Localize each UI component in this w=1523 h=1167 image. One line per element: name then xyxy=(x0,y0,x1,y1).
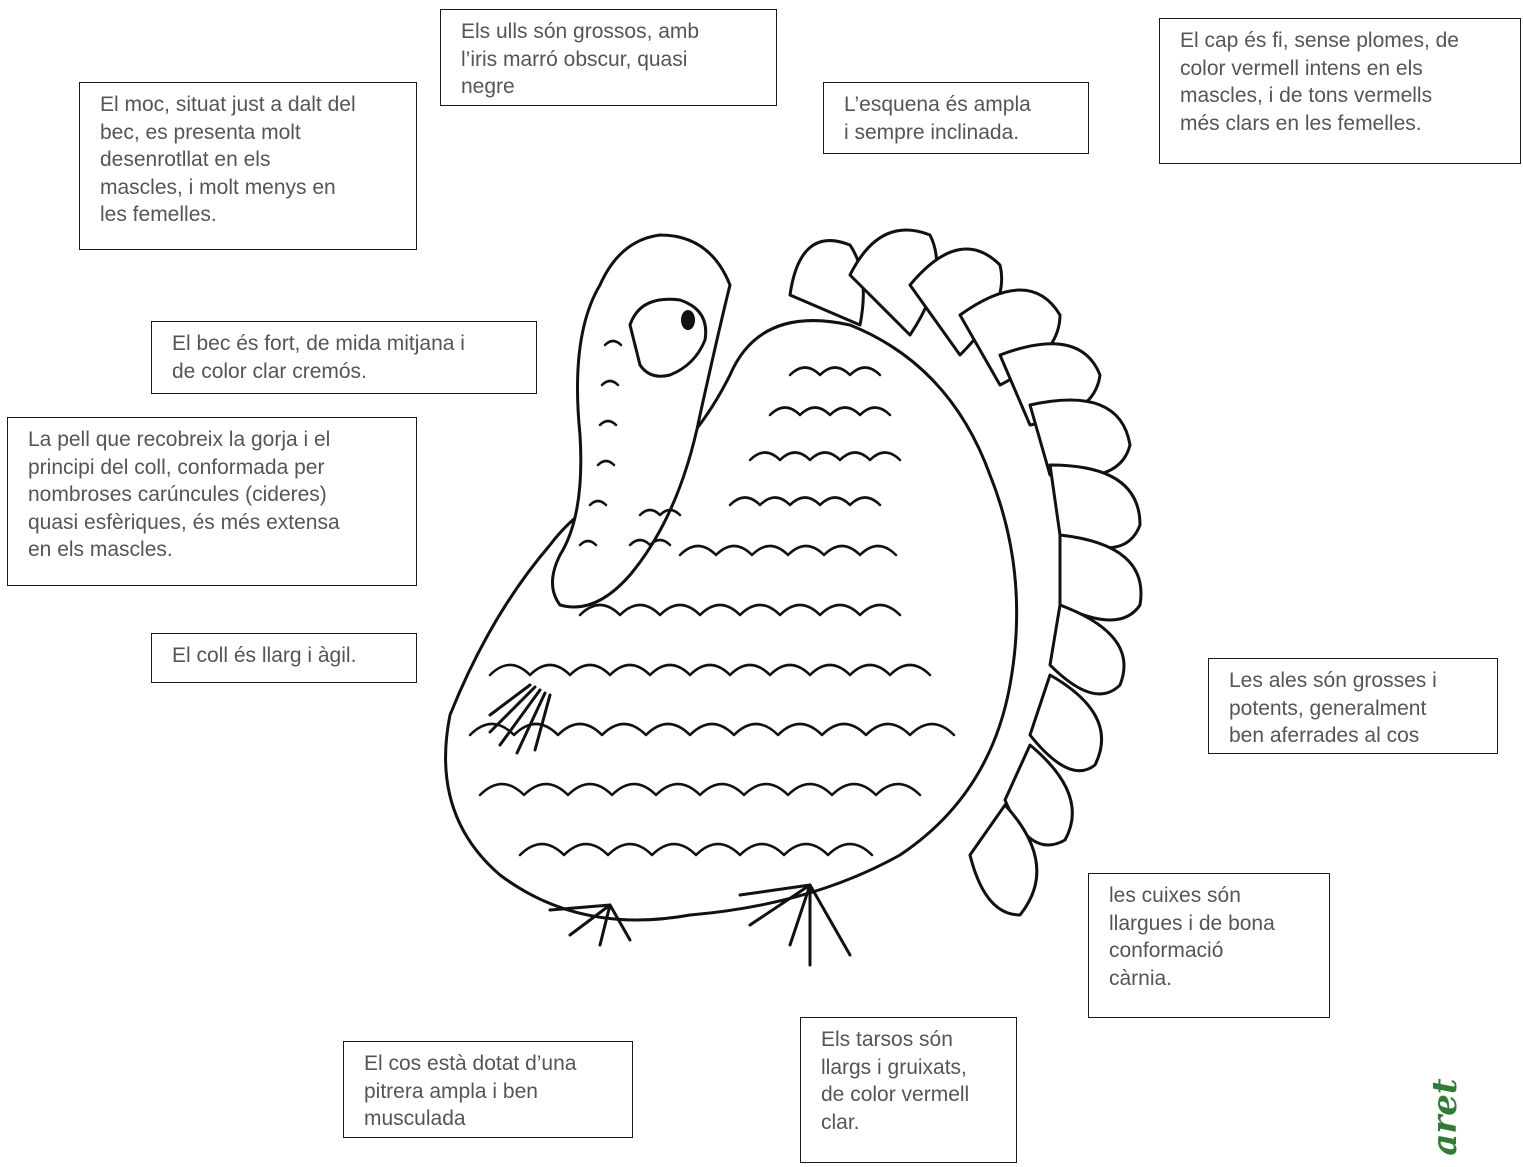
turkey-body xyxy=(446,321,1017,920)
label-wings: Les ales són grosses i potents, generalm… xyxy=(1208,658,1498,754)
turkey-illustration xyxy=(430,215,1230,1015)
label-back: L’esquena és ampla i sempre inclinada. xyxy=(823,82,1089,154)
label-tarsi: Els tarsos són llargs i gruixats, de col… xyxy=(800,1017,1017,1163)
label-head: El cap és fi, sense plomes, de color ver… xyxy=(1159,18,1521,164)
label-eyes: Els ulls són grossos, amb l’iris marró o… xyxy=(440,9,777,106)
label-body: El cos està dotat d’una pitrera ampla i … xyxy=(343,1041,633,1138)
label-skin: La pell que recobreix la gorja i el prin… xyxy=(7,417,417,586)
turkey-eye xyxy=(681,310,695,330)
watermark-text: aret xyxy=(1400,1067,1490,1167)
label-neck: El coll és llarg i àgil. xyxy=(151,633,417,683)
label-snood: El moc, situat just a dalt del bec, es p… xyxy=(79,82,417,250)
